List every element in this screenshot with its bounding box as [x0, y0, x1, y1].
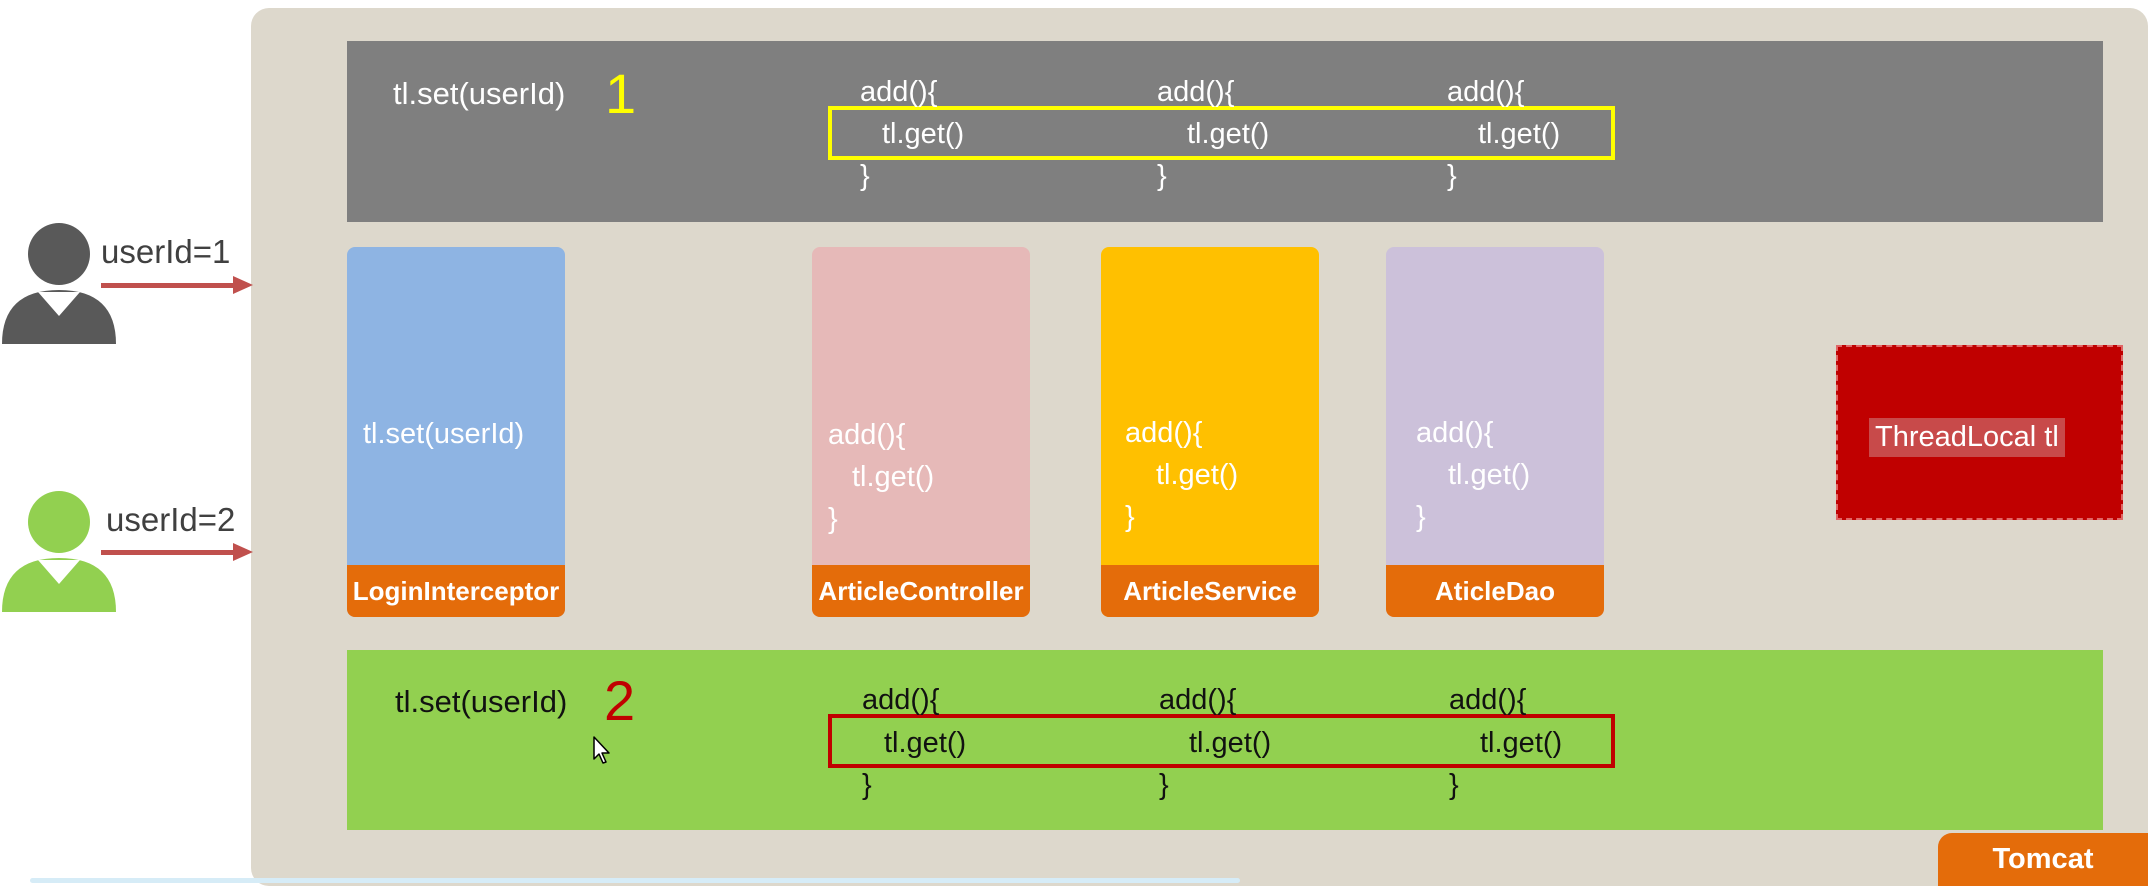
method-get: tl.get(): [882, 118, 965, 150]
user-2-icon: [2, 491, 116, 612]
component-code: tl.get(): [852, 461, 935, 493]
component-articlecontroller: add(){ tl.get() } ArticleController: [812, 247, 1030, 617]
component-code: }: [1125, 501, 1135, 533]
user-1-id: userId=1: [101, 233, 231, 270]
component-articleservice: add(){ tl.get() } ArticleService: [1101, 247, 1319, 617]
component-code: add(){: [1416, 417, 1494, 449]
component-logininterceptor: tl.set(userId) LoginInterceptor: [347, 247, 565, 617]
method-open: add(){: [860, 76, 938, 108]
arrow-right-icon: [233, 276, 253, 294]
component-code: }: [1416, 501, 1426, 533]
method-get: tl.get(): [884, 727, 967, 759]
method-close: }: [1449, 769, 1459, 801]
method-get: tl.get(): [1480, 727, 1563, 759]
component-code: tl.get(): [1156, 459, 1239, 491]
method-close: }: [1447, 160, 1457, 192]
method-get: tl.get(): [1189, 727, 1272, 759]
component-aticledao: add(){ tl.get() } AticleDao: [1386, 247, 1604, 617]
band-number: 1: [605, 62, 637, 125]
thread-band-user-2: tl.set(userId) 2 add(){ tl.get() } add()…: [347, 650, 2103, 830]
method-get: tl.get(): [1478, 118, 1561, 150]
method-open: add(){: [1447, 76, 1525, 108]
method-open: add(){: [1449, 684, 1527, 716]
component-code: }: [828, 503, 838, 535]
component-label: ArticleService: [1101, 565, 1319, 617]
component-code: tl.get(): [1448, 459, 1531, 491]
band-set-call: tl.set(userId): [393, 76, 566, 111]
thread-band-user-1: tl.set(userId) 1 add(){ tl.get() } add()…: [347, 41, 2103, 222]
component-code: add(){: [1125, 417, 1203, 449]
component-code: add(){: [828, 419, 906, 451]
component-label: LoginInterceptor: [347, 565, 565, 617]
band-number: 2: [604, 669, 636, 732]
method-open: add(){: [1157, 76, 1235, 108]
method-get: tl.get(): [1187, 118, 1270, 150]
method-open: add(){: [862, 684, 940, 716]
method-close: }: [1159, 769, 1169, 801]
threadlocal-box: ThreadLocal tl: [1836, 345, 2123, 520]
arrow-right-icon: [233, 543, 253, 561]
component-label: AticleDao: [1386, 565, 1604, 617]
user-2-id: userId=2: [106, 501, 236, 538]
get-call-highlight: [828, 106, 1615, 160]
band-set-call: tl.set(userId): [395, 684, 568, 719]
method-close: }: [862, 769, 872, 801]
component-label: ArticleController: [812, 565, 1030, 617]
user-1-arrow-shaft: [101, 283, 235, 288]
component-code: tl.set(userId): [363, 418, 525, 450]
user-2-arrow-shaft: [101, 550, 235, 555]
method-close: }: [860, 160, 870, 192]
user-1-icon: [2, 223, 116, 344]
method-close: }: [1157, 160, 1167, 192]
decorative-stroke: [30, 878, 1240, 883]
tomcat-label: Tomcat: [1938, 833, 2148, 886]
method-open: add(){: [1159, 684, 1237, 716]
mouse-cursor-icon: [593, 736, 610, 764]
get-call-highlight: [828, 714, 1615, 768]
threadlocal-label: ThreadLocal tl: [1869, 418, 2065, 457]
